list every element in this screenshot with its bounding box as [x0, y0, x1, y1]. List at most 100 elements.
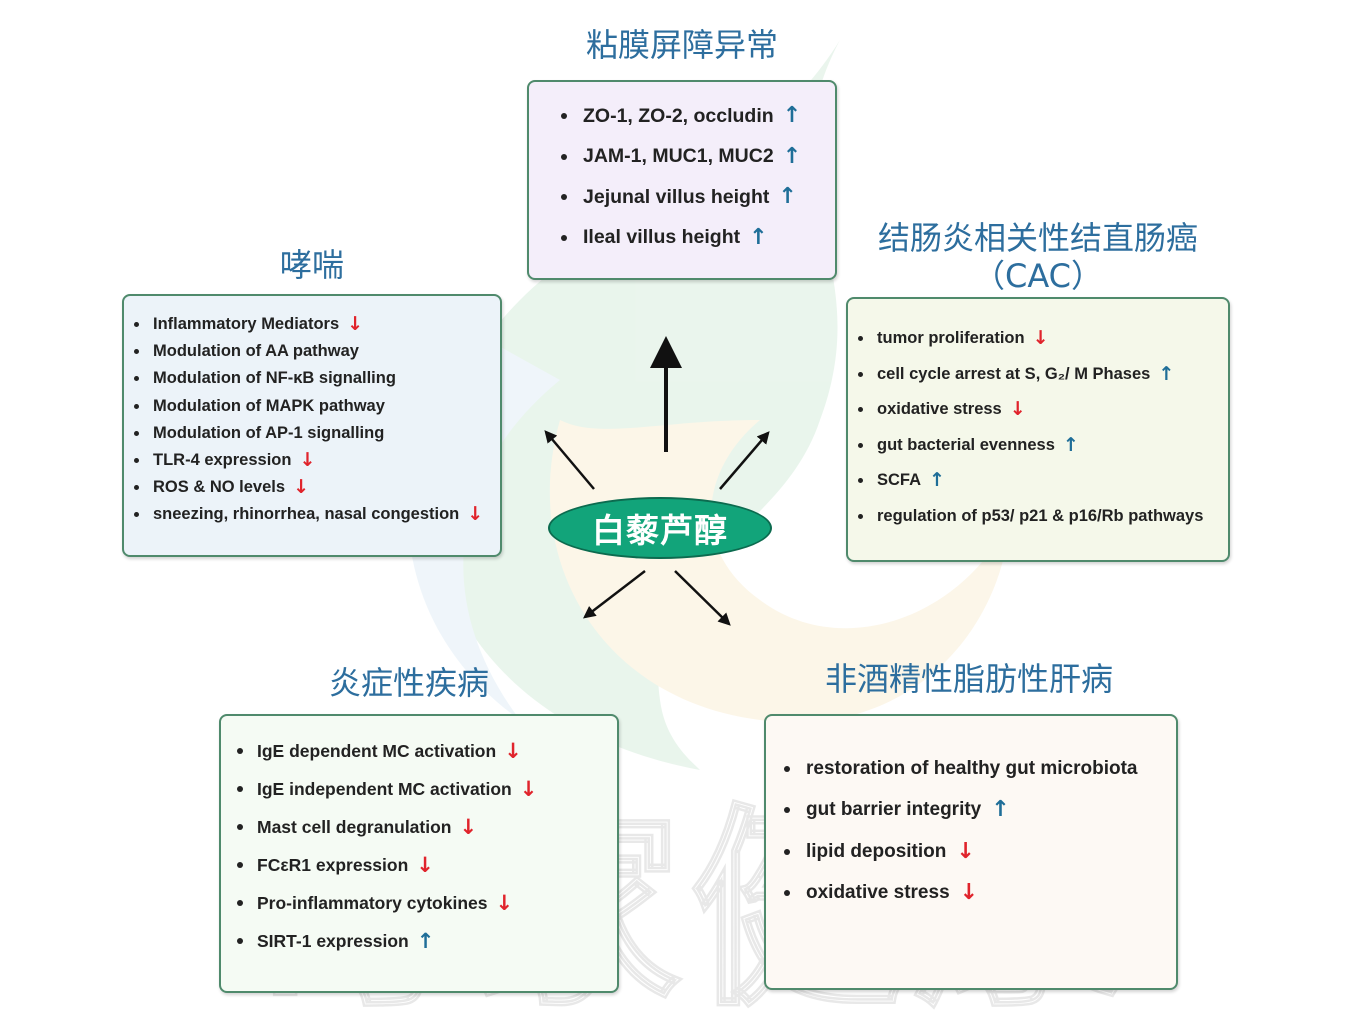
arrow-up-head [650, 336, 682, 368]
bullet-icon [237, 900, 243, 906]
item-text: Inflammatory Mediators [153, 315, 340, 334]
cac-panel: tumor proliferation ↓ cell cycle arrest at… [846, 297, 1230, 562]
heading-mucosal-barrier: 粘膜屏障异常 [585, 26, 778, 64]
down-arrow-icon: ↓ [459, 814, 478, 839]
bullet-icon [561, 153, 567, 160]
bullet-icon [237, 824, 243, 830]
item-text: Modulation of NF-κB signalling [153, 369, 396, 388]
list-item: ROS & NO levels↓ [134, 474, 500, 501]
arrow-upper-right [719, 431, 770, 490]
list-item: Inflammatory Mediators↓ [134, 311, 500, 338]
asthma-panel: Inflammatory Mediators↓Modulation of AA … [122, 294, 502, 557]
bullet-icon [561, 234, 567, 241]
bullet-icon [134, 376, 139, 382]
mucosal-barrier-panel: ZO-1, ZO-2, occludin↑JAM-1, MUC1, MUC2↑J… [527, 80, 837, 280]
bullet-icon [134, 403, 139, 409]
center-label: 白藜芦醇 [592, 511, 728, 550]
inflammatory-disease-list: IgE dependent MC activation↓ IgE independ… [221, 716, 617, 960]
list-item: SIRT-1 expression↑ [237, 922, 617, 960]
list-item: Ileal villus height ↑ [561, 218, 835, 259]
bullet-icon [134, 349, 139, 355]
list-item: Modulation of MAPK pathway [134, 393, 500, 420]
list-item: SCFA ↑ [858, 463, 1228, 499]
bullet-icon [134, 430, 139, 436]
bullet-icon [561, 194, 567, 201]
item-text: Ileal villus height [583, 226, 741, 249]
item-text: cell cycle arrest at S, G₂/ M Phases [877, 364, 1151, 383]
bullet-icon [858, 371, 863, 377]
down-arrow-icon: ↓ [519, 776, 538, 801]
bullet-icon [561, 113, 567, 120]
list-item: FCεR1 expression↓ [237, 846, 617, 884]
bullet-icon [134, 485, 139, 491]
arrow-upper-left [544, 430, 595, 490]
item-text: ZO-1, ZO-2, occludin [583, 104, 774, 127]
up-arrow-icon: ↑ [782, 103, 802, 129]
up-arrow-icon: ↑ [416, 928, 435, 953]
list-item: cell cycle arrest at S, G₂/ M Phases ↑ [858, 357, 1228, 393]
bullet-icon [858, 442, 863, 448]
bullet-icon [858, 513, 863, 519]
cac-list: tumor proliferation ↓ cell cycle arrest at… [848, 299, 1228, 534]
up-arrow-icon: ↑ [778, 184, 797, 210]
down-arrow-icon: ↓ [959, 880, 979, 906]
down-arrow-icon: ↓ [1009, 398, 1026, 421]
list-item: JAM-1, MUC1, MUC2 ↑ [561, 137, 835, 178]
inflammatory-disease-panel: IgE dependent MC activation↓ IgE independ… [219, 714, 619, 993]
bullet-icon [784, 807, 790, 814]
nafld-list: restoration of healthy gut microbiota gut… [766, 716, 1176, 914]
item-text: Modulation of AA pathway [153, 342, 359, 361]
item-text: Pro-inflammatory cytokines [257, 892, 488, 913]
item-text: Jejunal villus height [583, 185, 770, 208]
up-arrow-icon: ↑ [782, 143, 802, 169]
list-item: ZO-1, ZO-2, occludin ↑ [561, 96, 835, 137]
bullet-icon [134, 512, 139, 518]
item-text: Modulation of MAPK pathway [153, 396, 385, 415]
up-arrow-icon: ↑ [991, 797, 1010, 823]
item-text: SCFA [877, 471, 922, 490]
up-arrow-icon: ↑ [749, 224, 768, 250]
list-item: Modulation of NF-κB signalling [134, 365, 500, 392]
item-text: sneezing, rhinorrhea, nasal congestion [153, 505, 460, 524]
up-arrow-icon: ↑ [1158, 362, 1175, 385]
heading-nafld: 非酒精性脂肪性肝病 [824, 660, 1113, 698]
heading-cac: 结肠炎相关性结直肠癌 （CAC） [846, 219, 1230, 295]
asthma-list: Inflammatory Mediators↓Modulation of AA … [124, 296, 500, 529]
list-item: tumor proliferation ↓ [858, 321, 1228, 357]
list-item: IgE dependent MC activation↓ [237, 732, 617, 770]
bullet-icon [237, 862, 243, 868]
bullet-icon [858, 478, 863, 484]
nafld-panel: restoration of healthy gut microbiota gut… [764, 714, 1178, 990]
item-text: IgE independent MC activation [257, 778, 512, 799]
mucosal-barrier-list: ZO-1, ZO-2, occludin↑JAM-1, MUC1, MUC2↑J… [529, 82, 835, 258]
center-resveratrol-node: 白藜芦醇 [548, 497, 772, 559]
bullet-icon [237, 938, 243, 944]
bullet-icon [134, 322, 139, 328]
list-item: Modulation of AA pathway [134, 338, 500, 365]
down-arrow-icon: ↓ [956, 838, 975, 864]
item-text: FCεR1 expression [257, 854, 409, 875]
bullet-icon [858, 336, 863, 342]
list-item: Jejunal villus height ↑ [561, 177, 835, 218]
list-item: Pro-inflammatory cytokines↓ [237, 884, 617, 922]
item-text: oxidative stress [877, 400, 1002, 419]
down-arrow-icon: ↓ [504, 738, 522, 763]
heading-asthma: 哮喘 [279, 246, 344, 284]
item-text: restoration of healthy gut microbiota [806, 757, 1138, 779]
item-text: oxidative stress [806, 882, 950, 904]
heading-cac-line2: （CAC） [972, 257, 1104, 295]
item-text: regulation of p53/ p21 & p16/Rb pathways [877, 506, 1204, 525]
item-text: JAM-1, MUC1, MUC2 [583, 145, 774, 168]
list-item: restoration of healthy gut microbiota [784, 748, 1176, 790]
down-arrow-icon: ↓ [299, 449, 316, 472]
down-arrow-icon: ↓ [1032, 327, 1049, 350]
list-item: Mast cell degranulation ↓ [237, 808, 617, 846]
item-text: Mast cell degranulation [257, 816, 452, 837]
list-item: sneezing, rhinorrhea, nasal congestion↓ [134, 501, 500, 528]
item-text: gut bacterial evenness [877, 435, 1055, 454]
arrow-lower-right [674, 570, 731, 626]
up-arrow-icon: ↑ [929, 469, 945, 492]
item-text: tumor proliferation [877, 329, 1025, 348]
item-text: gut barrier integrity [806, 799, 982, 821]
arrow-lower-left [583, 570, 646, 619]
